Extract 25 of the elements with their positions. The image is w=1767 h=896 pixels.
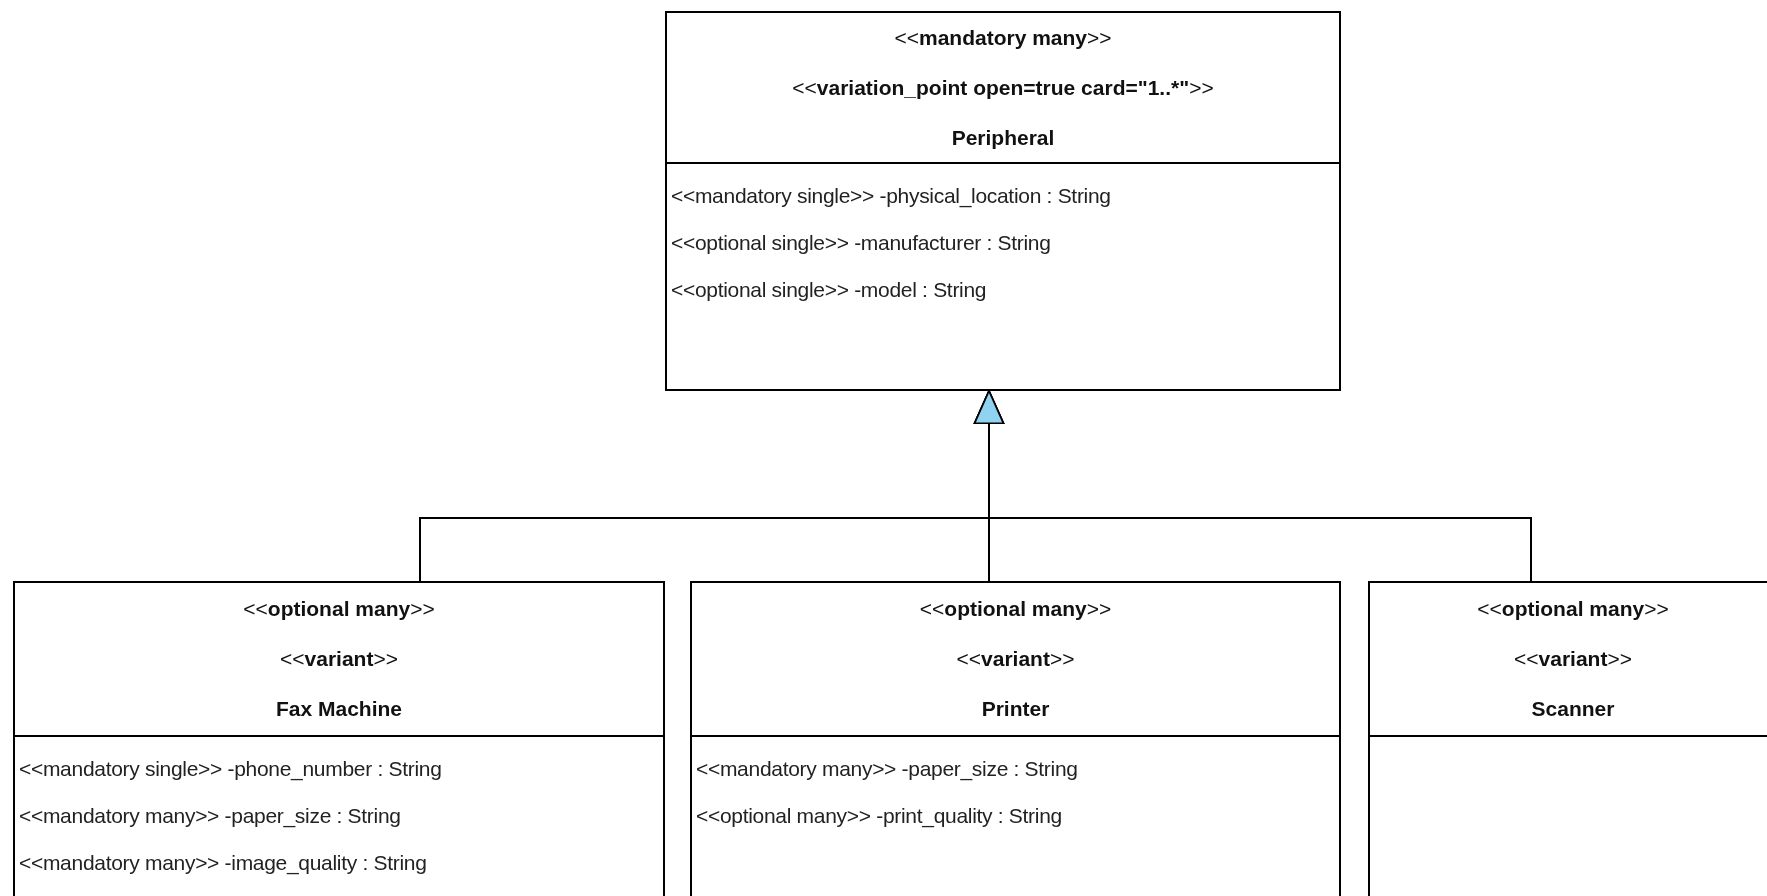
class-box: [690, 581, 1341, 896]
stereotype-label: <<variation_point open=true card="1..*">>: [792, 74, 1214, 101]
stereotype-label: <<variant>>: [1514, 646, 1632, 672]
class-box: [1368, 581, 1767, 896]
stereotype-label: <<optional many>>: [243, 596, 435, 622]
attribute-text: <<optional single>> -manufacturer : String: [671, 230, 1052, 256]
attribute-text: <<mandatory many>> -paper_size : String: [696, 756, 1079, 783]
attribute-text: <<mandatory single>> -physical_location : String: [671, 183, 1112, 210]
stereotype-label: <<optional many>>: [919, 596, 1112, 622]
class-box: [13, 581, 665, 896]
class-box: [665, 11, 1341, 391]
class-name: Printer: [981, 696, 1050, 722]
class-name: Scanner: [1531, 696, 1615, 722]
stereotype-label: <<variant>>: [280, 646, 398, 672]
attribute-text: <<optional many>> -print_quality : String: [696, 803, 1063, 830]
attribute-text: <<optional single>> -model : String: [671, 277, 988, 303]
attribute-text: <<mandatory many>> -image_quality : String: [19, 850, 428, 877]
attribute-text: <<mandatory single>> -phone_number : String: [19, 756, 443, 783]
stereotype-label: <<mandatory many>>: [894, 24, 1112, 51]
stereotype-label: <<optional many>>: [1477, 596, 1669, 622]
generalization-arrow: [973, 390, 1532, 582]
class-name: Fax Machine: [275, 696, 402, 722]
class-name: Peripheral: [951, 124, 1055, 151]
attribute-text: <<mandatory many>> -paper_size : String: [19, 803, 402, 830]
stereotype-label: <<variant>>: [956, 646, 1075, 672]
